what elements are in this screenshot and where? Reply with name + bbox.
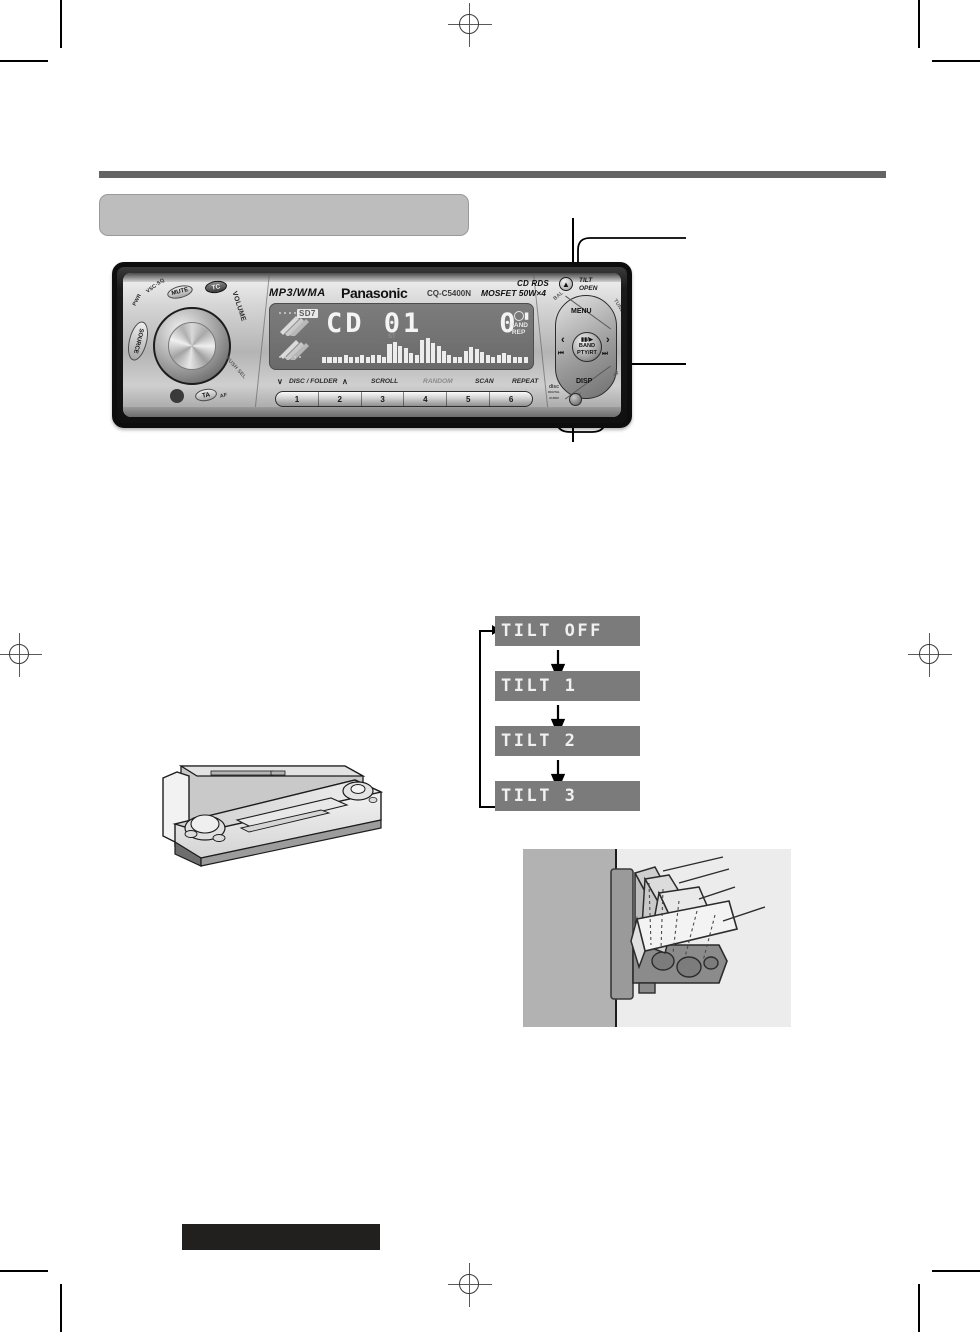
random-circle-icon [513, 311, 524, 321]
remote-sensor [170, 389, 184, 403]
push-sel-label: PUSH SEL [224, 355, 248, 381]
tilt-angle-illustration [523, 849, 791, 1027]
tc-button[interactable]: TC [204, 279, 228, 295]
menu-button[interactable]: MENU [571, 308, 592, 315]
preset-button-6[interactable]: 6 [508, 394, 514, 404]
callout-line-eject-vertical [572, 218, 574, 280]
lcd-display: SD7 CD 01 0'50 RAND REP ST [269, 303, 534, 370]
preset-chevron-down-icon: ∨ [277, 377, 283, 386]
brand-logo: Panasonic [341, 285, 408, 301]
power-indicator-dot [569, 393, 582, 406]
volume-knob[interactable] [153, 307, 231, 385]
callout-line-skip-stem [572, 424, 574, 442]
stereo-faceplate: Panasonic CQ-C5400N MOSFET 50W×4 MP3/WMA… [123, 273, 621, 417]
spectrum-analyzer [322, 337, 528, 363]
af-label: AF [219, 392, 228, 400]
left-arrow-button[interactable]: ‹ [561, 334, 565, 346]
preset-label-disc-folder: DISC / FOLDER [289, 378, 338, 385]
pty-rt-label: PTY/RT [577, 349, 597, 356]
header-rule [99, 171, 886, 178]
preset-label-repeat: REPEAT [512, 378, 539, 385]
cd-digital-audio-logo: disc DIGITAL AUDIO [547, 384, 561, 401]
preset-button-2[interactable]: 2 [319, 392, 362, 406]
volume-knob-face[interactable] [168, 322, 216, 370]
pwr-label: PWR [131, 292, 143, 308]
band-play-pause-button[interactable]: ▮▮/▶ BAND PTY/RT [572, 332, 602, 362]
skip-back-button[interactable]: ⏮ [558, 350, 564, 357]
crop-mark-bottom-left-v [60, 1284, 62, 1332]
preset-label-scan: SCAN [475, 378, 494, 385]
rep-label: REP [511, 329, 526, 336]
skip-forward-button[interactable]: ⏭ [602, 350, 608, 357]
registration-mark-top [448, 3, 492, 47]
ta-button[interactable]: TA [194, 387, 218, 403]
rand-label: RAND [509, 322, 528, 329]
tilt-display-step-3: TILT 2 [495, 726, 640, 756]
model-number: CQ-C5400N [427, 289, 472, 298]
crop-mark-top-right-v [918, 0, 920, 48]
tilt-open-line2: OPEN [579, 284, 598, 292]
crop-mark-bottom-right-v [918, 1284, 920, 1332]
eject-open-button[interactable]: ▲ [559, 277, 573, 291]
lcd-fan-indicator-top [279, 312, 309, 336]
preset-label-scroll: SCROLL [371, 378, 399, 385]
vsc-sq-label: VSC·SQ [145, 277, 166, 295]
format-badge: MP3/WMA [269, 287, 326, 299]
sd-badge: SD7 [297, 309, 318, 318]
tilt-display-step-1: TILT OFF [495, 616, 640, 646]
source-button[interactable]: SOURCE [124, 319, 152, 363]
lcd-fan-indicator-bottom [279, 340, 309, 360]
control-pad[interactable]: MENU DISP ‹ › ⏮ ⏭ ▮▮/▶ BAND PTY/RT [555, 295, 617, 400]
tilt-display-step-4: TILT 3 [495, 781, 640, 811]
crop-mark-bottom-right-h [932, 1270, 980, 1272]
tilt-angle-drawing [610, 856, 766, 1000]
right-arrow-button[interactable]: › [606, 334, 610, 346]
car-stereo-unit: Panasonic CQ-C5400N MOSFET 50W×4 MP3/WMA… [112, 262, 632, 428]
tilt-open-label: TILT OPEN [579, 277, 597, 292]
tilt-display-step-2: TILT 1 [495, 671, 640, 701]
callout-line-disp [600, 363, 686, 365]
crop-mark-top-left-v [60, 0, 62, 48]
crop-mark-top-left-h [0, 60, 48, 62]
open-faceplate-illustration [162, 765, 384, 867]
preset-label-random: RANDOM [423, 378, 453, 385]
section-title-box [99, 194, 469, 236]
tilt-open-line1: TILT [579, 277, 593, 284]
crop-mark-top-right-h [932, 60, 980, 62]
cd-logo-line1: disc [548, 384, 559, 390]
dashboard-block [523, 849, 617, 1027]
tilt-sequence-loop [479, 630, 501, 808]
disp-button[interactable]: DISP [576, 378, 593, 385]
preset-button-row[interactable]: 1 2 3 4 5 6 [275, 391, 533, 407]
preset-button-4[interactable]: 4 [404, 392, 448, 406]
registration-mark-bottom [448, 1263, 492, 1307]
cd-logo-line2: DIGITAL AUDIO [548, 390, 560, 400]
mute-button[interactable]: MUTE [165, 283, 195, 301]
play-pause-icon: ▮▮/▶ [580, 337, 593, 343]
preset-button-3[interactable]: 3 [362, 392, 405, 406]
lcd-main-readout: CD 01 0'50 [326, 308, 534, 339]
registration-mark-left [0, 633, 42, 677]
cd-rds-badge: CD RDS [517, 279, 549, 288]
rand-rep-indicator: RAND REP [509, 311, 528, 336]
power-badge: MOSFET 50W×4 [481, 288, 546, 298]
preset-button-5[interactable]: 5 [447, 392, 491, 406]
callout-curve-eject [577, 237, 686, 288]
pad-corner-bal: BAL [552, 290, 565, 302]
preset-chevron-up-icon: ∧ [342, 377, 348, 386]
preset-button-1[interactable]: 1 [276, 392, 319, 406]
registration-mark-right [908, 633, 952, 677]
volume-label: VOLUME [230, 290, 247, 323]
crop-mark-bottom-left-h [0, 1270, 48, 1272]
footer-black-bar [182, 1224, 380, 1250]
st-indicator: ST [388, 334, 396, 340]
band-label: BAND [578, 343, 596, 350]
